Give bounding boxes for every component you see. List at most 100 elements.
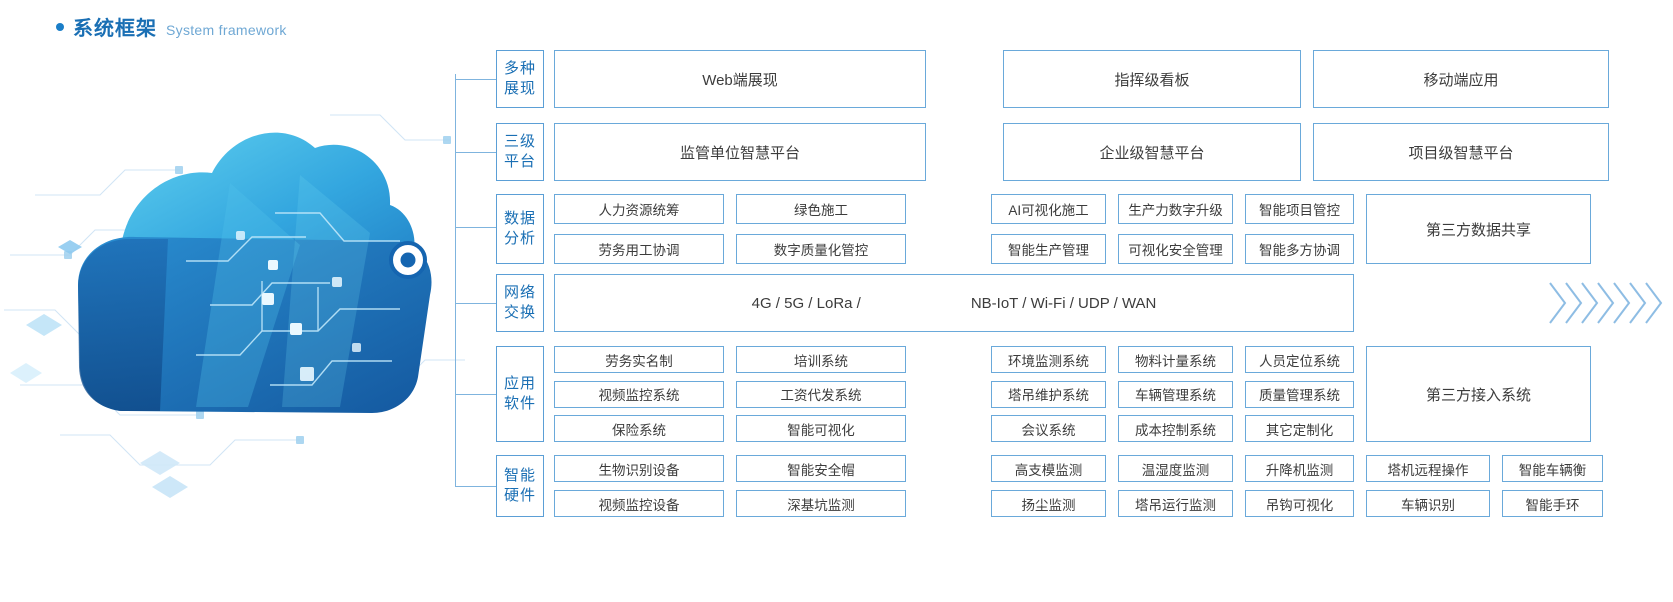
cell-mobile-app[interactable]: 移动端应用 (1313, 50, 1609, 108)
cell-material-metering-system[interactable]: 物料计量系统 (1118, 346, 1233, 373)
category-label-presentation: 多种 展现 (496, 50, 544, 108)
cell-insurance-system[interactable]: 保险系统 (554, 415, 724, 442)
category-label-app-software: 应用 软件 (496, 346, 544, 442)
cell-salary-payment-system[interactable]: 工资代发系统 (736, 380, 906, 408)
cell-smart-visualization[interactable]: 智能可视化 (736, 415, 906, 442)
cell-smart-production-mgmt[interactable]: 智能生产管理 (991, 234, 1106, 264)
cell-personnel-positioning-system[interactable]: 人员定位系统 (1245, 346, 1354, 373)
category-label-line: 三级 (503, 133, 536, 150)
category-label-line: 交换 (503, 304, 536, 321)
system-framework-diagram: 多种 展现 Web端展现 指挥级看板 移动端应用 三级 平台 监管单位智慧平台 … (455, 46, 1665, 526)
cell-vehicle-management-system[interactable]: 车辆管理系统 (1118, 380, 1233, 408)
cell-third-party-data-sharing[interactable]: 第三方数据共享 (1366, 194, 1591, 264)
cell-project-platform[interactable]: 项目级智慧平台 (1313, 123, 1609, 181)
cell-high-formwork-monitoring[interactable]: 高支模监测 (991, 455, 1106, 482)
bracket-rail (455, 74, 456, 486)
category-label-line: 数据 (503, 210, 536, 227)
row-connector-network (455, 303, 496, 304)
cell-smart-project-control[interactable]: 智能项目管控 (1245, 194, 1354, 224)
cell-productivity-upgrade[interactable]: 生产力数字升级 (1118, 194, 1233, 224)
chevron-right-icon (1613, 282, 1631, 324)
group-hw-right: 高支模监测 温湿度监测 升降机监测 扬尘监测 塔吊运行监测 吊钩可视化 (991, 455, 1354, 517)
category-label-data-analysis: 数据 分析 (496, 194, 544, 264)
cell-ai-visual-construction[interactable]: AI可视化施工 (991, 194, 1106, 224)
category-label-line: 应用 (503, 375, 536, 392)
cell-visual-safety-mgmt[interactable]: 可视化安全管理 (1118, 234, 1233, 264)
group-hw-left: 生物识别设备 智能安全帽 视频监控设备 深基坑监测 (554, 455, 926, 517)
cell-command-dashboard[interactable]: 指挥级看板 (1003, 50, 1301, 108)
cell-crane-remote-operation[interactable]: 塔机远程操作 (1366, 455, 1490, 482)
category-label-line: 平台 (503, 153, 536, 170)
cell-smart-multiparty-coord[interactable]: 智能多方协调 (1245, 234, 1354, 264)
bullet-dot-icon (56, 23, 64, 31)
row-presentation: 多种 展现 Web端展现 指挥级看板 移动端应用 (496, 50, 1665, 108)
cell-meeting-system[interactable]: 会议系统 (991, 415, 1106, 442)
page-title-cn: 系统框架 (73, 18, 157, 40)
row-connector-smart-hardware (455, 486, 496, 487)
chevron-right-icon (1645, 282, 1663, 324)
category-label-line: 分析 (503, 230, 536, 247)
category-label-smart-hardware: 智能 硬件 (496, 455, 544, 517)
chevron-right-icon (1581, 282, 1599, 324)
network-tech-group-2: NB-IoT / Wi-Fi / UDP / WAN (970, 294, 1157, 312)
cell-biometric-device[interactable]: 生物识别设备 (554, 455, 724, 482)
page-title: 系统框架 System framework (56, 12, 287, 41)
category-label-line: 多种 (503, 60, 536, 77)
cloud-network-illustration (0, 55, 470, 525)
cell-digital-quality-control[interactable]: 数字质量化管控 (736, 234, 906, 264)
group-data-right: AI可视化施工 生产力数字升级 智能项目管控 智能生产管理 可视化安全管理 智能… (991, 194, 1354, 264)
row-network: 网络 交换 4G / 5G / LoRa / NB-IoT / Wi-Fi / … (496, 274, 1665, 332)
category-label-line: 展现 (503, 80, 536, 97)
cell-deep-foundation-monitoring[interactable]: 深基坑监测 (736, 490, 906, 517)
cell-vehicle-recognition[interactable]: 车辆识别 (1366, 490, 1490, 517)
cell-green-construction[interactable]: 绿色施工 (736, 194, 906, 224)
cell-hook-visualization[interactable]: 吊钩可视化 (1245, 490, 1354, 517)
group-data-left: 人力资源统筹 绿色施工 劳务用工协调 数字质量化管控 (554, 194, 926, 264)
cell-quality-management-system[interactable]: 质量管理系统 (1245, 380, 1354, 408)
page-title-en: System framework (166, 22, 287, 38)
cell-smart-helmet[interactable]: 智能安全帽 (736, 455, 906, 482)
chevron-right-icon (1629, 282, 1647, 324)
chevron-right-icon (1597, 282, 1615, 324)
cell-crane-operation-monitoring[interactable]: 塔吊运行监测 (1118, 490, 1233, 517)
cell-training-system[interactable]: 培训系统 (736, 346, 906, 373)
row-connector-platform (455, 152, 496, 153)
group-app-left: 劳务实名制 培训系统 视频监控系统 工资代发系统 保险系统 智能可视化 (554, 346, 926, 442)
row-connector-app-software (455, 394, 496, 395)
category-label-line: 软件 (503, 395, 536, 412)
cell-third-party-access-system[interactable]: 第三方接入系统 (1366, 346, 1591, 442)
category-label-platform: 三级 平台 (496, 123, 544, 181)
cell-hoist-monitoring[interactable]: 升降机监测 (1245, 455, 1354, 482)
row-platform: 三级 平台 监管单位智慧平台 企业级智慧平台 项目级智慧平台 (496, 123, 1665, 181)
network-tech-group-1: 4G / 5G / LoRa / (751, 294, 861, 312)
row-connector-presentation (455, 79, 496, 80)
cell-network-banner[interactable]: 4G / 5G / LoRa / NB-IoT / Wi-Fi / UDP / … (554, 274, 1354, 332)
cell-labor-coordination[interactable]: 劳务用工协调 (554, 234, 724, 264)
cell-temp-humidity-monitoring[interactable]: 温湿度监测 (1118, 455, 1233, 482)
chevron-right-icon (1549, 282, 1567, 324)
category-label-line: 智能 (503, 467, 536, 484)
cell-web-presentation[interactable]: Web端展现 (554, 50, 926, 108)
category-label-network: 网络 交换 (496, 274, 544, 332)
row-data-analysis: 数据 分析 人力资源统筹 绿色施工 劳务用工协调 数字质量化管控 AI可视化施工… (496, 194, 1665, 264)
cell-env-monitoring-system[interactable]: 环境监测系统 (991, 346, 1106, 373)
cell-labor-realname[interactable]: 劳务实名制 (554, 346, 724, 373)
cell-other-customization[interactable]: 其它定制化 (1245, 415, 1354, 442)
cell-hr-coordination[interactable]: 人力资源统筹 (554, 194, 724, 224)
cell-video-surveillance-system[interactable]: 视频监控系统 (554, 380, 724, 408)
category-label-line: 网络 (503, 284, 536, 301)
cell-dust-monitoring[interactable]: 扬尘监测 (991, 490, 1106, 517)
cell-cost-control-system[interactable]: 成本控制系统 (1118, 415, 1233, 442)
cell-smart-truck-scale[interactable]: 智能车辆衡 (1502, 455, 1603, 482)
row-smart-hardware: 智能 硬件 生物识别设备 智能安全帽 视频监控设备 深基坑监测 高支模监测 温湿… (496, 455, 1665, 517)
cell-supervision-platform[interactable]: 监管单位智慧平台 (554, 123, 926, 181)
network-arrow-strip (1549, 274, 1665, 332)
cell-crane-maintenance-system[interactable]: 塔吊维护系统 (991, 380, 1106, 408)
row-connector-data-analysis (455, 227, 496, 228)
cell-smart-wristband[interactable]: 智能手环 (1502, 490, 1603, 517)
group-app-right: 环境监测系统 物料计量系统 人员定位系统 塔吊维护系统 车辆管理系统 质量管理系… (991, 346, 1354, 442)
cell-enterprise-platform[interactable]: 企业级智慧平台 (1003, 123, 1301, 181)
cell-video-monitoring-device[interactable]: 视频监控设备 (554, 490, 724, 517)
category-label-line: 硬件 (503, 487, 536, 504)
group-hw-tail: 塔机远程操作 智能车辆衡 车辆识别 智能手环 (1366, 455, 1603, 517)
